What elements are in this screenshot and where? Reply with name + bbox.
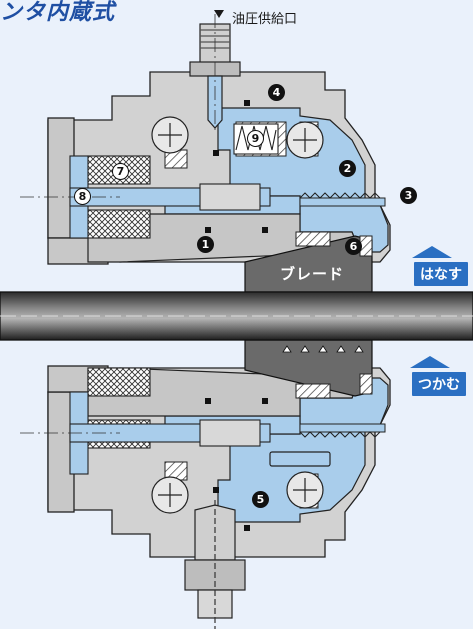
part-number-4: 4	[268, 84, 285, 101]
bolt	[69, 183, 271, 447]
center-lines	[20, 14, 216, 434]
threaded-ring	[299, 192, 386, 438]
part-number-5: 5	[252, 491, 269, 508]
tag-arrows	[410, 246, 452, 368]
blade-label: ブレード	[280, 265, 345, 283]
bearings	[151, 116, 324, 514]
part-number-8: 8	[74, 188, 91, 205]
bottom-bolt	[184, 500, 246, 629]
page-title: ンタ内蔵式	[0, 0, 116, 25]
part-number-9: 9	[247, 130, 264, 147]
o-rings	[205, 100, 268, 531]
blade-teeth	[282, 345, 364, 353]
release-tag: はなす	[414, 262, 468, 286]
oil-inlet-label: 油圧供給口	[214, 8, 297, 27]
part-number-3: 3	[400, 187, 417, 204]
grip-tag: つかむ	[412, 372, 466, 396]
oil-inlet-arrow-icon	[214, 10, 224, 18]
blade	[244, 235, 373, 397]
oil-inlet-text: 油圧供給口	[232, 12, 298, 27]
shaft	[0, 291, 473, 341]
part-number-2: 2	[339, 160, 356, 177]
part-number-1: 1	[197, 236, 214, 253]
part-number-7: 7	[112, 163, 129, 180]
part-number-6: 6	[345, 238, 362, 255]
